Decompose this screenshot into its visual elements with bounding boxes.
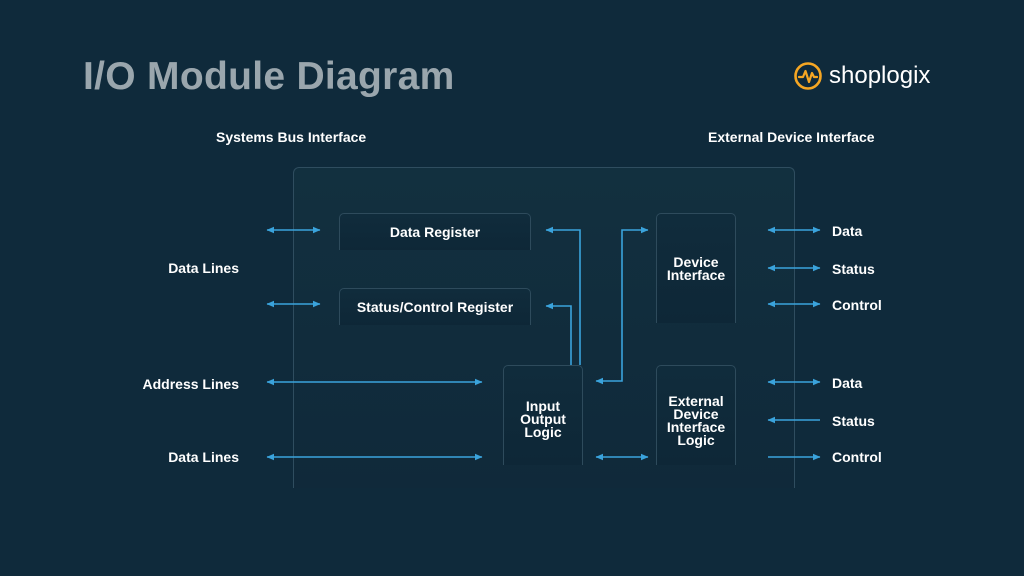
- data-lines-label: Data Lines: [168, 449, 239, 465]
- shoplogix-logo-icon: [794, 62, 822, 90]
- systems-bus-interface-header: Systems Bus Interface: [216, 129, 367, 145]
- data-register-label: Data Register: [389, 224, 481, 240]
- right-label-status: Status: [832, 261, 875, 277]
- io-logic-label-line: Output: [520, 411, 566, 427]
- external-logic-label-line: Interface: [666, 419, 726, 435]
- io-logic-to-status-register-arrow: [545, 302, 572, 365]
- io-logic-label-line: Logic: [524, 424, 562, 440]
- status-control-register-block: Status/Control Register: [339, 288, 531, 325]
- address-lines-label: Address Lines: [142, 376, 239, 392]
- device-interface-block: Device Interface: [656, 213, 736, 323]
- data-lines-label: Data Lines: [168, 260, 239, 276]
- external-logic-label-line: Logic: [677, 432, 715, 448]
- data-register-block: Data Register: [339, 213, 531, 250]
- status-control-register-label: Status/Control Register: [356, 299, 514, 315]
- right-label-data: Data: [832, 223, 863, 239]
- io-logic-block: Input Output Logic: [503, 365, 583, 465]
- io-logic-to-data-register-arrow: [545, 226, 581, 365]
- device-interface-label-line: Interface: [666, 267, 726, 283]
- right-label-control: Control: [832, 449, 882, 465]
- external-device-interface-logic-block: External Device Interface Logic: [656, 365, 736, 465]
- device-interface-label-line: Device: [673, 254, 719, 270]
- brand-name: shoplogix: [829, 62, 931, 89]
- page-title: I/O Module Diagram: [83, 55, 455, 98]
- right-label-control: Control: [832, 297, 882, 313]
- external-logic-label-line: Device: [673, 406, 719, 422]
- right-label-data: Data: [832, 375, 863, 391]
- io-logic-label-line: Input: [525, 398, 561, 414]
- device-interface-to-io-logic-arrow: [595, 226, 649, 385]
- external-logic-label-line: External: [668, 393, 724, 409]
- external-device-interface-header: External Device Interface: [708, 129, 875, 145]
- right-label-status: Status: [832, 413, 875, 429]
